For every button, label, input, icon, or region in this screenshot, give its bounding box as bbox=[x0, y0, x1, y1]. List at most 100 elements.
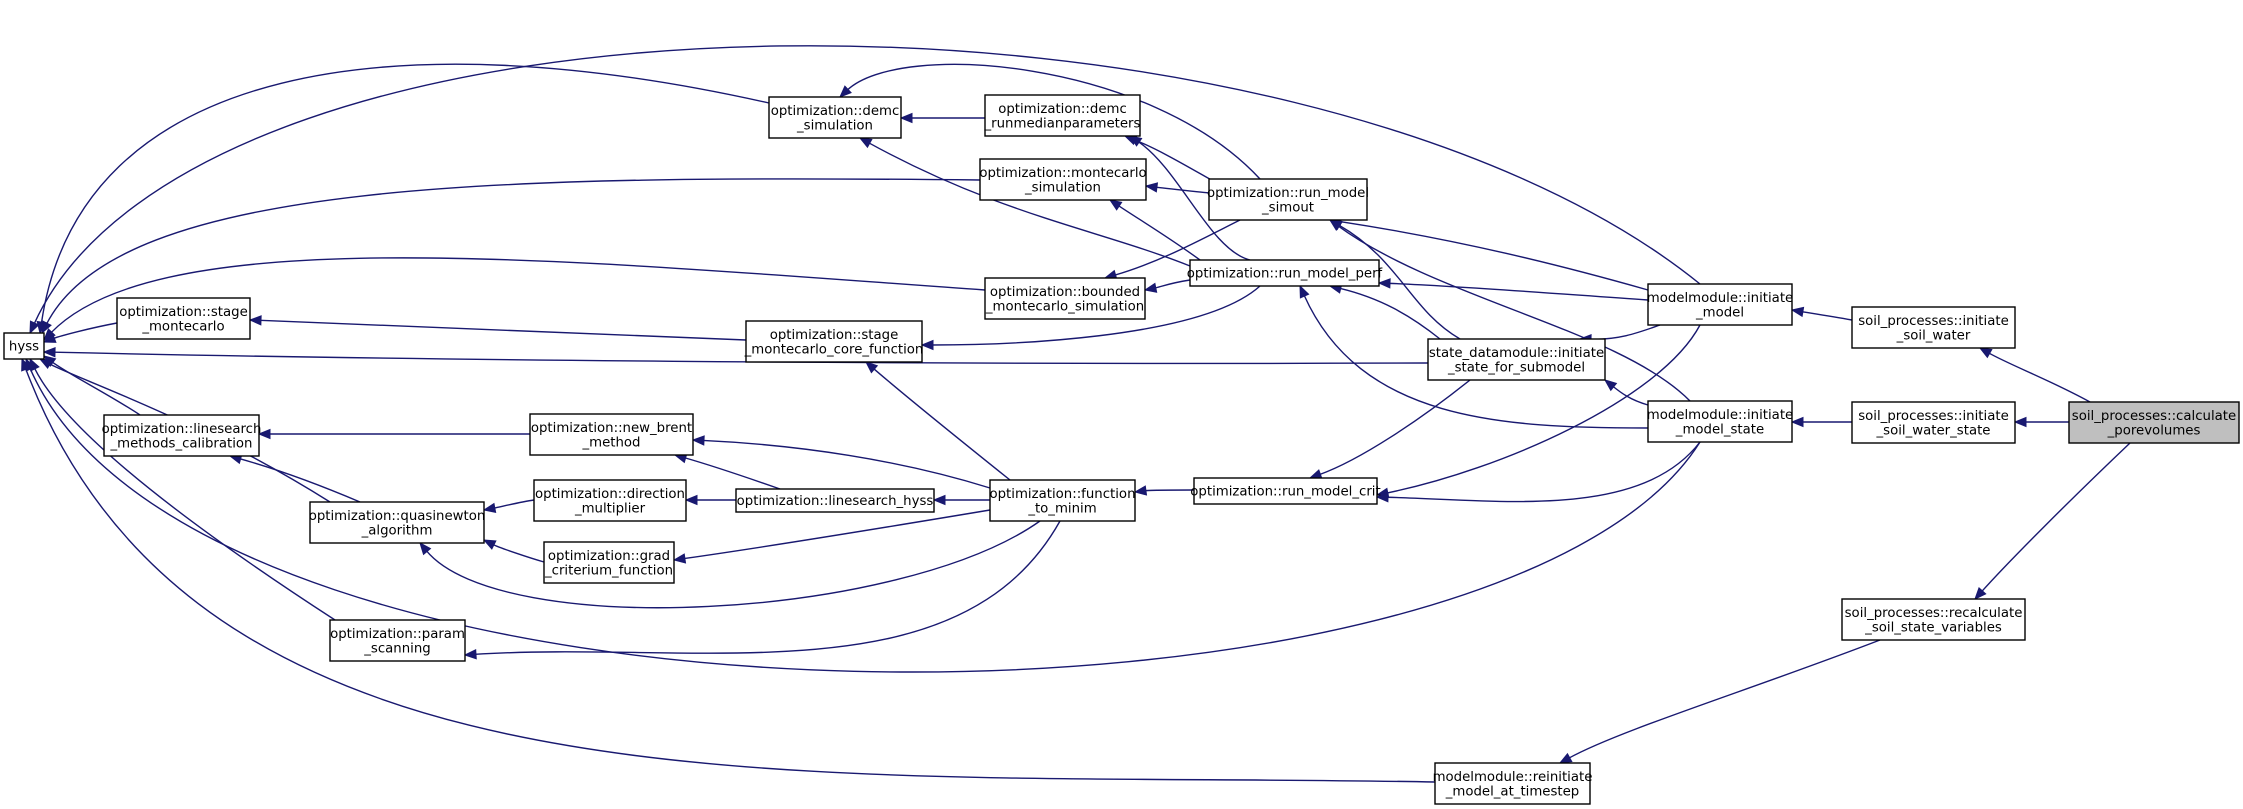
edge-line bbox=[1137, 141, 1251, 261]
node-stage_montecarlo_core[interactable]: optimization::stage_montecarlo_core_func… bbox=[744, 320, 924, 363]
edge-arrowhead bbox=[21, 357, 31, 372]
node-box[interactable] bbox=[116, 297, 251, 340]
edge-reinitiate_model_at_timestep-to-hyss bbox=[21, 357, 1436, 783]
edge-initiate_model_state-to-run_model_simout bbox=[1328, 219, 1691, 402]
edge-line bbox=[873, 368, 1011, 481]
node-box[interactable] bbox=[1189, 259, 1380, 287]
node-box[interactable] bbox=[768, 96, 902, 139]
node-box[interactable] bbox=[745, 320, 923, 363]
node-box[interactable] bbox=[3, 332, 45, 360]
node-box[interactable] bbox=[1851, 306, 2016, 349]
edge-initiate_state_for_submodel-to-run_model_crit bbox=[1308, 379, 1471, 480]
node-label: optimization::function bbox=[989, 487, 1135, 502]
edge-line bbox=[492, 543, 545, 563]
node-label: _soil_water_state bbox=[1876, 423, 1991, 438]
node-box[interactable] bbox=[1427, 338, 1606, 381]
node-demc_runmedian[interactable]: optimization::demc_runmedianparameters bbox=[984, 94, 1141, 137]
node-initiate_soil_water_state[interactable]: soil_processes::initiate_soil_water_stat… bbox=[1851, 401, 2016, 444]
edge-arrowhead bbox=[248, 315, 262, 326]
edge-arrowhead bbox=[1308, 469, 1323, 480]
node-run_model_perf[interactable]: optimization::run_model_perf bbox=[1187, 259, 1383, 287]
edge-initiate_model_state-to-initiate_state_for_submodel bbox=[1603, 379, 1649, 406]
edge-calculate_porevolumes-to-recalculate_soil_state_variables bbox=[1974, 442, 2131, 600]
edge-arrowhead bbox=[1974, 586, 1987, 600]
edge-line bbox=[239, 458, 361, 503]
node-box[interactable] bbox=[1647, 400, 1793, 443]
node-label: _porevolumes bbox=[2107, 423, 2201, 438]
node-stage_montecarlo[interactable]: optimization::stage_montecarlo bbox=[116, 297, 251, 340]
node-box[interactable] bbox=[1434, 762, 1591, 805]
edge-line bbox=[702, 439, 991, 489]
edge-line bbox=[1568, 639, 1881, 759]
edge-line bbox=[931, 285, 1261, 346]
node-label: soil_processes::initiate bbox=[1858, 314, 2009, 329]
node-label: soil_processes::initiate bbox=[1858, 409, 2009, 424]
node-linesearch_hyss[interactable]: optimization::linesearch_hyss bbox=[735, 488, 935, 513]
node-demc_simulation[interactable]: optimization::demc_simulation bbox=[768, 96, 902, 139]
edge-initiate_model_state-to-hyss bbox=[25, 357, 1701, 673]
node-box[interactable] bbox=[533, 479, 687, 522]
node-box[interactable] bbox=[1193, 477, 1378, 505]
node-initiate_soil_water[interactable]: soil_processes::initiate_soil_water bbox=[1851, 306, 2016, 349]
node-run_model_crit[interactable]: optimization::run_model_crit bbox=[1190, 477, 1381, 505]
node-label: _simulation bbox=[1024, 180, 1101, 195]
node-box[interactable] bbox=[543, 541, 675, 584]
node-new_brent_method[interactable]: optimization::new_brent_method bbox=[529, 413, 694, 456]
node-label: _criterium_function bbox=[544, 563, 673, 578]
node-run_model_simout[interactable]: optimization::run_model_simout bbox=[1207, 178, 1369, 221]
edge-linesearch_methods_calibration-to-hyss bbox=[42, 355, 141, 416]
node-montecarlo_simulation[interactable]: optimization::montecarlo_simulation bbox=[979, 158, 1147, 201]
node-box[interactable] bbox=[2068, 401, 2240, 444]
node-hyss[interactable]: hyss bbox=[3, 332, 45, 360]
edge-line bbox=[1134, 139, 1216, 183]
node-box[interactable] bbox=[329, 619, 466, 662]
node-grad_criterium_function[interactable]: optimization::grad_criterium_function bbox=[543, 541, 675, 584]
edge-arrowhead bbox=[920, 339, 934, 351]
node-box[interactable] bbox=[1208, 178, 1368, 221]
node-box[interactable] bbox=[529, 413, 694, 456]
node-label: optimization::run_model bbox=[1207, 186, 1369, 201]
node-quasinewton_algorithm[interactable]: optimization::quasinewton_algorithm bbox=[309, 501, 486, 544]
node-recalculate_soil_state_variables[interactable]: soil_processes::recalculate_soil_state_v… bbox=[1841, 598, 2026, 641]
node-function_to_minim[interactable]: optimization::function_to_minim bbox=[989, 479, 1136, 522]
edge-line bbox=[1154, 279, 1191, 289]
node-initiate_state_for_submodel[interactable]: state_datamodule::initiate_state_for_sub… bbox=[1427, 338, 1606, 381]
node-label: optimization::direction bbox=[535, 487, 685, 502]
edge-line bbox=[33, 367, 336, 621]
edge-recalculate_soil_state_variables-to-reinitiate_model_at_timestep bbox=[1558, 639, 1881, 764]
node-initiate_model_state[interactable]: modelmodule::initiate_model_state bbox=[1647, 400, 1793, 443]
node-box[interactable] bbox=[103, 414, 260, 457]
node-box[interactable] bbox=[1851, 401, 2016, 444]
node-reinitiate_model_at_timestep[interactable]: modelmodule::reinitiate_model_at_timeste… bbox=[1433, 762, 1593, 805]
node-label: _simout bbox=[1261, 200, 1314, 215]
node-calculate_porevolumes[interactable]: soil_processes::calculate_porevolumes bbox=[2068, 401, 2240, 444]
edge-run_model_perf-to-demc_simulation bbox=[858, 137, 1191, 267]
edge-line bbox=[45, 178, 981, 325]
edge-arrowhead bbox=[691, 435, 705, 446]
node-box[interactable] bbox=[989, 479, 1136, 522]
node-box[interactable] bbox=[1841, 598, 2026, 641]
node-box[interactable] bbox=[984, 94, 1141, 137]
edge-function_to_minim-to-stage_montecarlo_core bbox=[865, 361, 1011, 481]
edge-line bbox=[846, 63, 1261, 180]
node-box[interactable] bbox=[735, 488, 935, 513]
edge-quasinewton_algorithm-to-hyss bbox=[38, 358, 331, 503]
node-box[interactable] bbox=[984, 277, 1146, 320]
edge-initiate_soil_water-to-initiate_model bbox=[1790, 306, 1853, 321]
node-linesearch_methods_calibration[interactable]: optimization::linesearch_methods_calibra… bbox=[102, 414, 262, 457]
edge-run_model_perf-to-bounded_montecarlo bbox=[1143, 279, 1191, 293]
edge-arrowhead bbox=[899, 112, 913, 124]
node-label: _soil_state_variables bbox=[1864, 620, 2002, 635]
node-label: optimization::run_model_crit bbox=[1190, 485, 1380, 500]
edge-arrowhead bbox=[2013, 416, 2027, 428]
node-label: optimization::bounded bbox=[990, 285, 1140, 300]
node-box[interactable] bbox=[309, 501, 485, 544]
node-box[interactable] bbox=[979, 158, 1147, 201]
edge-line bbox=[1114, 219, 1241, 276]
node-initiate_model[interactable]: modelmodule::initiate_model bbox=[1647, 283, 1793, 326]
node-bounded_montecarlo[interactable]: optimization::bounded_montecarlo_simulat… bbox=[984, 277, 1146, 320]
node-label: modelmodule::initiate bbox=[1647, 291, 1793, 306]
node-param_scanning[interactable]: optimization::param_scanning bbox=[329, 619, 466, 662]
node-box[interactable] bbox=[1647, 283, 1793, 326]
node-direction_multiplier[interactable]: optimization::direction_multiplier bbox=[533, 479, 687, 522]
